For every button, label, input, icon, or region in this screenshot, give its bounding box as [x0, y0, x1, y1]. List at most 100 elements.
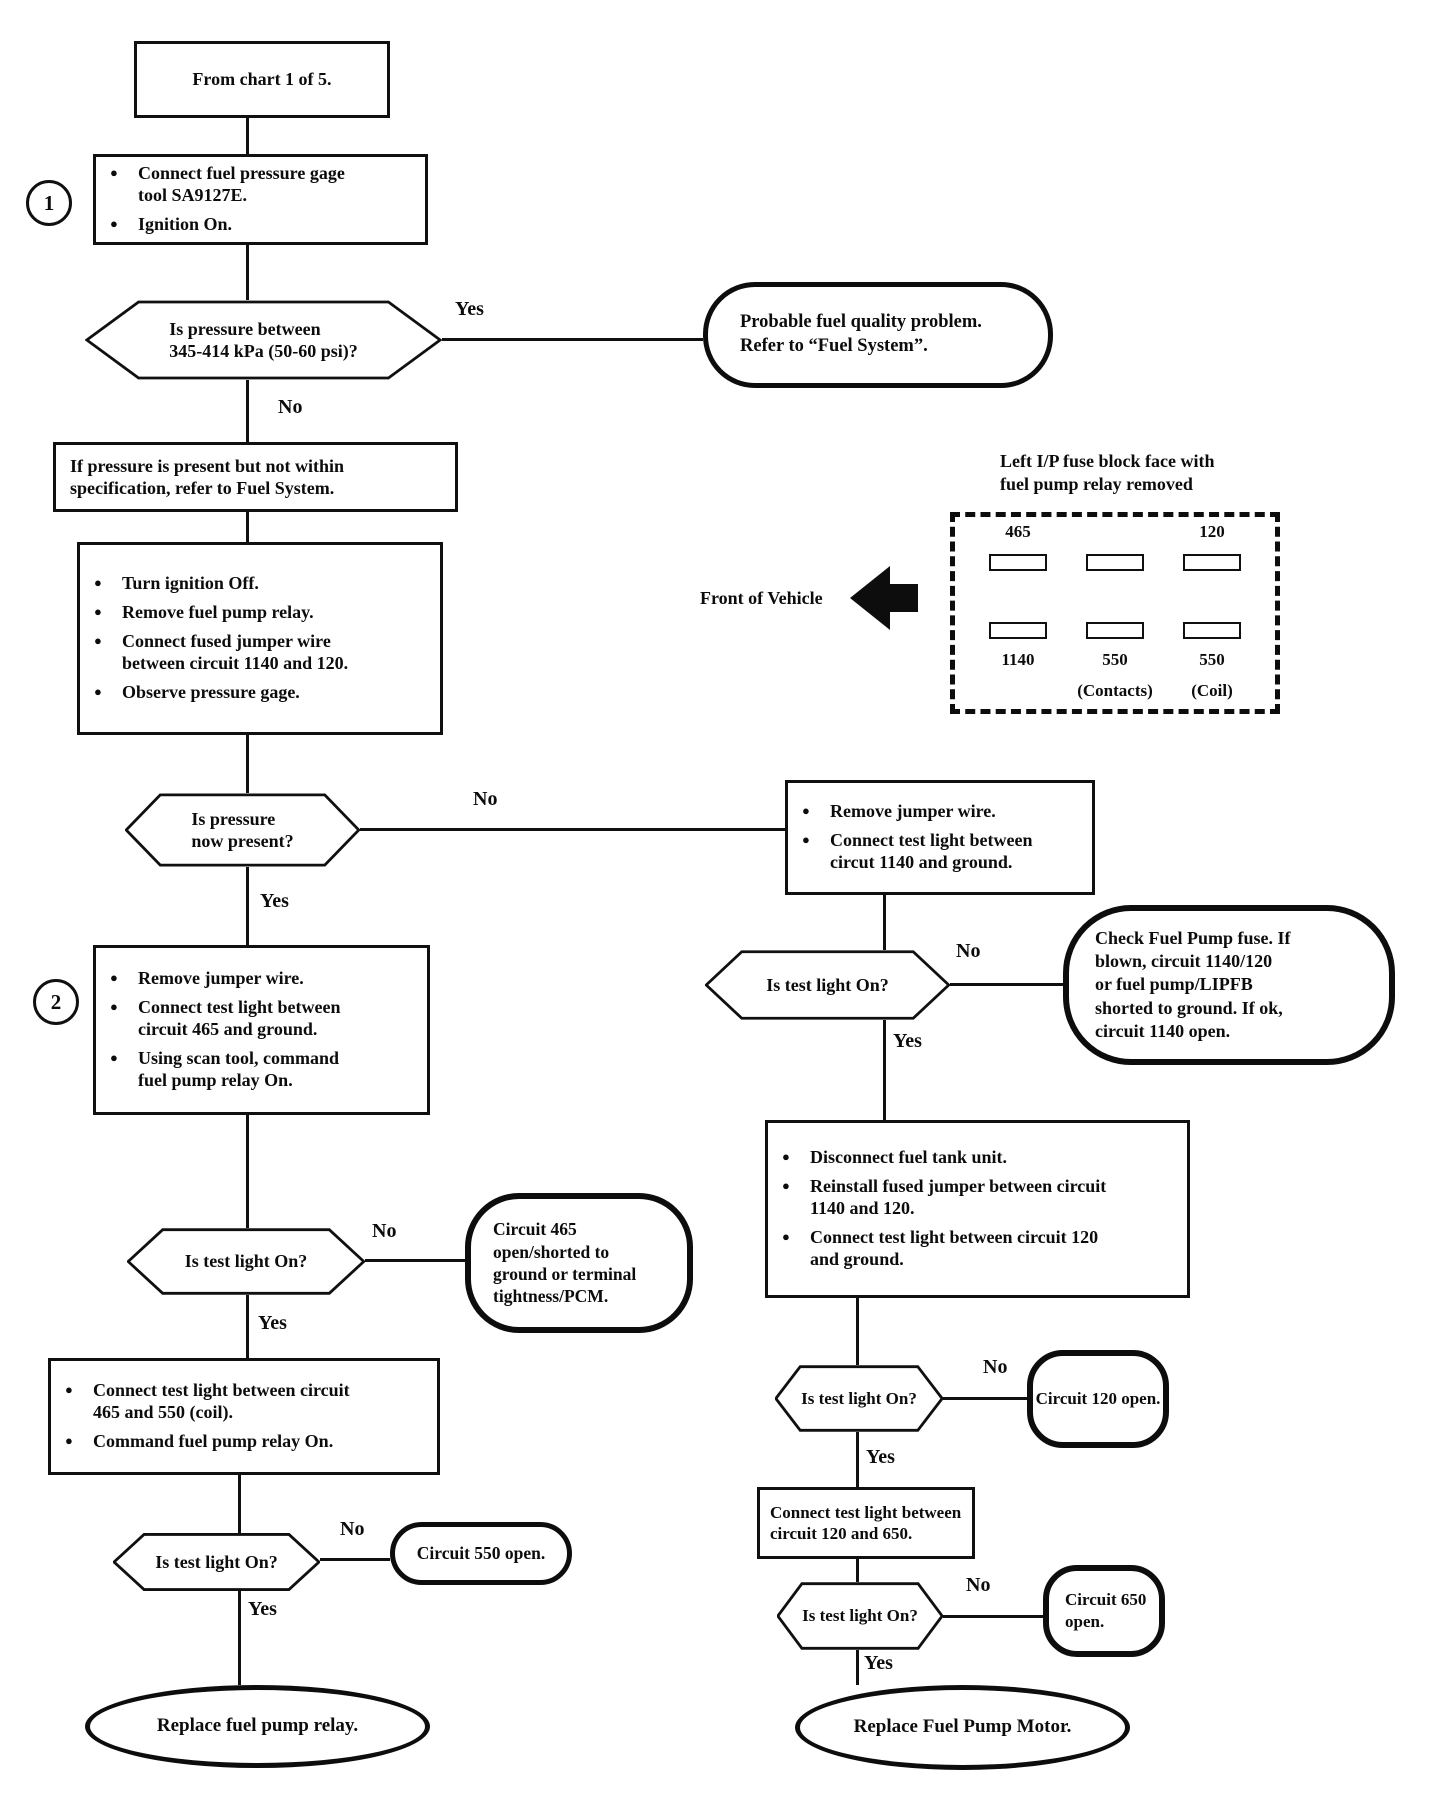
bullet-item: Command fuel pump relay On.: [63, 1431, 365, 1453]
fuse-label: 550: [1102, 650, 1128, 670]
fuse-sublabel: (Coil): [1191, 681, 1233, 701]
bullet-list: Disconnect fuel tank unit. Reinstall fus…: [768, 1140, 1129, 1278]
fuse-slot: [989, 621, 1047, 639]
bullet-item: Connect test light between circut 1140 a…: [800, 830, 1062, 874]
connector: [246, 380, 249, 442]
procedure-remove-jumper-right-box: Remove jumper wire. Connect test light b…: [785, 780, 1095, 895]
connector: [856, 1432, 859, 1487]
bullet-item: Connect test light between circuit 465 a…: [108, 997, 365, 1041]
decision-text: Is pressure now present?: [191, 808, 294, 852]
decision-shape: [777, 1582, 943, 1650]
connector: [246, 512, 249, 542]
decision-shape: [127, 1228, 365, 1295]
terminal-circuit-650: Circuit 650 open.: [1043, 1565, 1165, 1657]
bullet-item: Connect test light between circuit 120 a…: [780, 1227, 1129, 1271]
decision-shape: [125, 793, 360, 867]
terminal-circuit-550: Circuit 550 open.: [390, 1522, 572, 1585]
note-pressure-not-in-spec: If pressure is present but not within sp…: [53, 442, 458, 512]
procedure-step-1-box: Connect fuel pressure gage tool SA9127E.…: [93, 154, 428, 245]
bullet-item: Remove jumper wire.: [108, 968, 365, 990]
connector: [442, 338, 703, 341]
fuse-label: 550: [1199, 650, 1225, 670]
start-box-text: From chart 1 of 5.: [192, 69, 332, 90]
connector: [856, 1650, 859, 1685]
decision-text: Is test light On?: [802, 1606, 918, 1626]
connector: [360, 828, 785, 831]
bullet-item: Turn ignition Off.: [92, 573, 370, 595]
decision-test-light-550: Is test light On?: [113, 1533, 320, 1591]
arrow-shaft: [888, 584, 918, 612]
connector: [246, 118, 249, 154]
connector: [856, 1559, 859, 1582]
connector: [246, 867, 249, 945]
fuse-sublabel: (Contacts): [1077, 681, 1153, 701]
note-text: If pressure is present but not within sp…: [70, 455, 345, 499]
decision-shape: [705, 950, 950, 1020]
connector: [246, 1295, 249, 1358]
connector: [246, 1115, 249, 1228]
step-marker-1: 1: [26, 180, 72, 226]
bullet-item: Observe pressure gage.: [92, 682, 370, 704]
decision-text: Is test light On?: [766, 974, 889, 995]
no-label: No: [340, 1518, 365, 1540]
procedure-step-2-box: Remove jumper wire. Connect test light b…: [93, 945, 430, 1115]
procedure-text: Connect test light between circuit 120 a…: [770, 1502, 962, 1543]
fuse-top-label-row: 465 120: [973, 522, 1257, 542]
front-of-vehicle-arrow-icon: [850, 566, 918, 630]
fuse-bottom-label-row: 1140 550 550: [973, 650, 1257, 670]
connector: [943, 1615, 1043, 1618]
decision-text: Is test light On?: [184, 1251, 308, 1272]
connector: [943, 1397, 1027, 1400]
no-label: No: [372, 1220, 397, 1242]
no-label: No: [966, 1574, 991, 1596]
bullet-list: Turn ignition Off. Remove fuel pump rela…: [80, 566, 370, 711]
terminal-replace-motor: Replace Fuel Pump Motor.: [795, 1685, 1130, 1770]
yes-label: Yes: [455, 298, 484, 320]
decision-text: Is test light On?: [801, 1388, 917, 1408]
bullet-list: Connect fuel pressure gage tool SA9127E.…: [96, 156, 370, 243]
fuse-label: [1070, 523, 1160, 542]
fuse-label: 1140: [1001, 650, 1035, 670]
bullet-list: Remove jumper wire. Connect test light b…: [96, 961, 365, 1099]
bullet-list: Connect test light between circuit 465 a…: [51, 1373, 365, 1460]
fuse-slot: [1086, 621, 1144, 639]
arrow-head: [850, 566, 890, 630]
decision-shape: [113, 1533, 320, 1591]
fuse-slot: [1086, 554, 1144, 572]
bullet-list: Remove jumper wire. Connect test light b…: [788, 794, 1062, 881]
no-label: No: [278, 396, 303, 418]
bullet-item: Ignition On.: [108, 214, 370, 236]
connector: [320, 1558, 390, 1561]
terminal-circuit-465: Circuit 465 open/shorted to ground or te…: [465, 1193, 693, 1333]
procedure-fuel-tank-box: Disconnect fuel tank unit. Reinstall fus…: [765, 1120, 1190, 1298]
fuse-block-diagram: 465 120 1140 550 550 (Contacts) (Coil): [950, 512, 1280, 714]
no-label: No: [983, 1356, 1008, 1378]
procedure-jumper-box: Turn ignition Off. Remove fuel pump rela…: [77, 542, 443, 735]
decision-text: Is test light On?: [155, 1551, 278, 1572]
yes-label: Yes: [258, 1312, 287, 1334]
start-box: From chart 1 of 5.: [134, 41, 390, 118]
connector: [246, 245, 249, 300]
fuse-label: 465: [1005, 522, 1031, 541]
connector: [883, 895, 886, 950]
yes-label: Yes: [260, 890, 289, 912]
connector: [883, 1020, 886, 1120]
decision-test-light-1140: Is test light On?: [705, 950, 950, 1020]
terminal-check-fuel-pump-fuse: Check Fuel Pump fuse. If blown, circuit …: [1063, 905, 1395, 1065]
connector: [246, 735, 249, 793]
fuse-label: 120: [1199, 522, 1225, 541]
terminal-replace-relay: Replace fuel pump relay.: [85, 1685, 430, 1768]
fuse-slot: [989, 554, 1047, 572]
connector: [365, 1259, 465, 1262]
bullet-item: Remove jumper wire.: [800, 801, 1062, 823]
fuse-sublabel: [973, 682, 1063, 701]
connector: [856, 1298, 859, 1365]
decision-pressure-range: Is pressure between 345-414 kPa (50-60 p…: [85, 300, 442, 380]
procedure-test-light-120-650-box: Connect test light between circuit 120 a…: [757, 1487, 975, 1559]
bullet-item: Connect fused jumper wire between circui…: [92, 631, 370, 675]
connector: [950, 983, 1063, 986]
bullet-item: Connect fuel pressure gage tool SA9127E.: [108, 163, 370, 207]
fuse-slot-row-bottom: [973, 621, 1257, 639]
connector: [238, 1591, 241, 1685]
